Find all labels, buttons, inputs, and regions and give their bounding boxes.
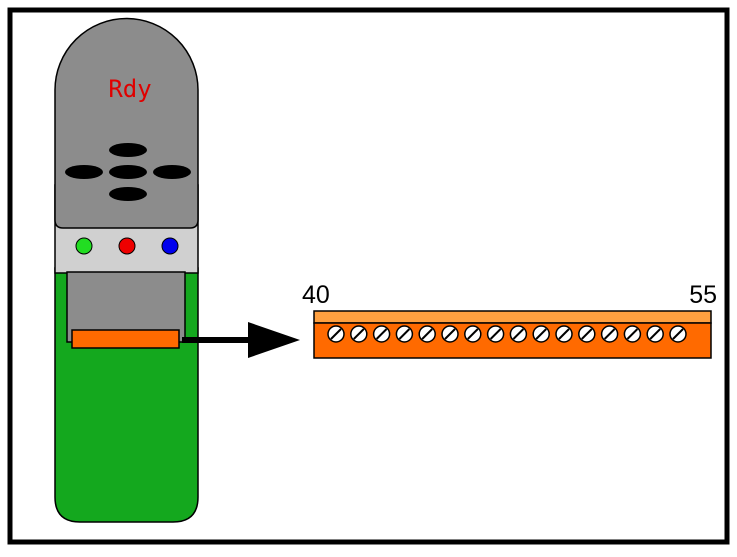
terminal-screw bbox=[464, 325, 482, 343]
blue-led bbox=[161, 237, 179, 255]
green-led bbox=[75, 237, 93, 255]
terminal-screw bbox=[395, 325, 414, 343]
arrow-head-icon bbox=[248, 322, 300, 358]
terminal-block-top bbox=[313, 310, 712, 324]
terminal-screw bbox=[532, 325, 550, 343]
terminal-screw bbox=[600, 325, 619, 343]
terminal-screw bbox=[646, 325, 664, 343]
terminal-screw bbox=[623, 325, 642, 343]
terminal-screw bbox=[372, 325, 391, 343]
terminal-screw bbox=[350, 325, 368, 343]
right-button[interactable] bbox=[153, 165, 191, 179]
up-button[interactable] bbox=[109, 143, 147, 157]
down-button[interactable] bbox=[109, 187, 147, 201]
terminal-screw bbox=[486, 325, 505, 343]
device-connector bbox=[71, 329, 180, 349]
center-button[interactable] bbox=[109, 165, 147, 179]
terminal-screws bbox=[327, 325, 687, 343]
terminal-screw bbox=[418, 325, 436, 343]
terminal-start-label: 40 bbox=[302, 281, 330, 309]
terminal-screw bbox=[555, 325, 573, 343]
left-button[interactable] bbox=[65, 165, 103, 179]
terminal-screw bbox=[578, 325, 596, 343]
device-display: Rdy bbox=[108, 75, 151, 103]
terminal-screw bbox=[441, 325, 459, 343]
terminal-screw bbox=[327, 325, 345, 343]
terminal-screw bbox=[669, 325, 687, 343]
terminal-end-label: 55 bbox=[689, 281, 717, 309]
terminal-screw bbox=[509, 325, 528, 343]
red-led bbox=[118, 237, 136, 255]
